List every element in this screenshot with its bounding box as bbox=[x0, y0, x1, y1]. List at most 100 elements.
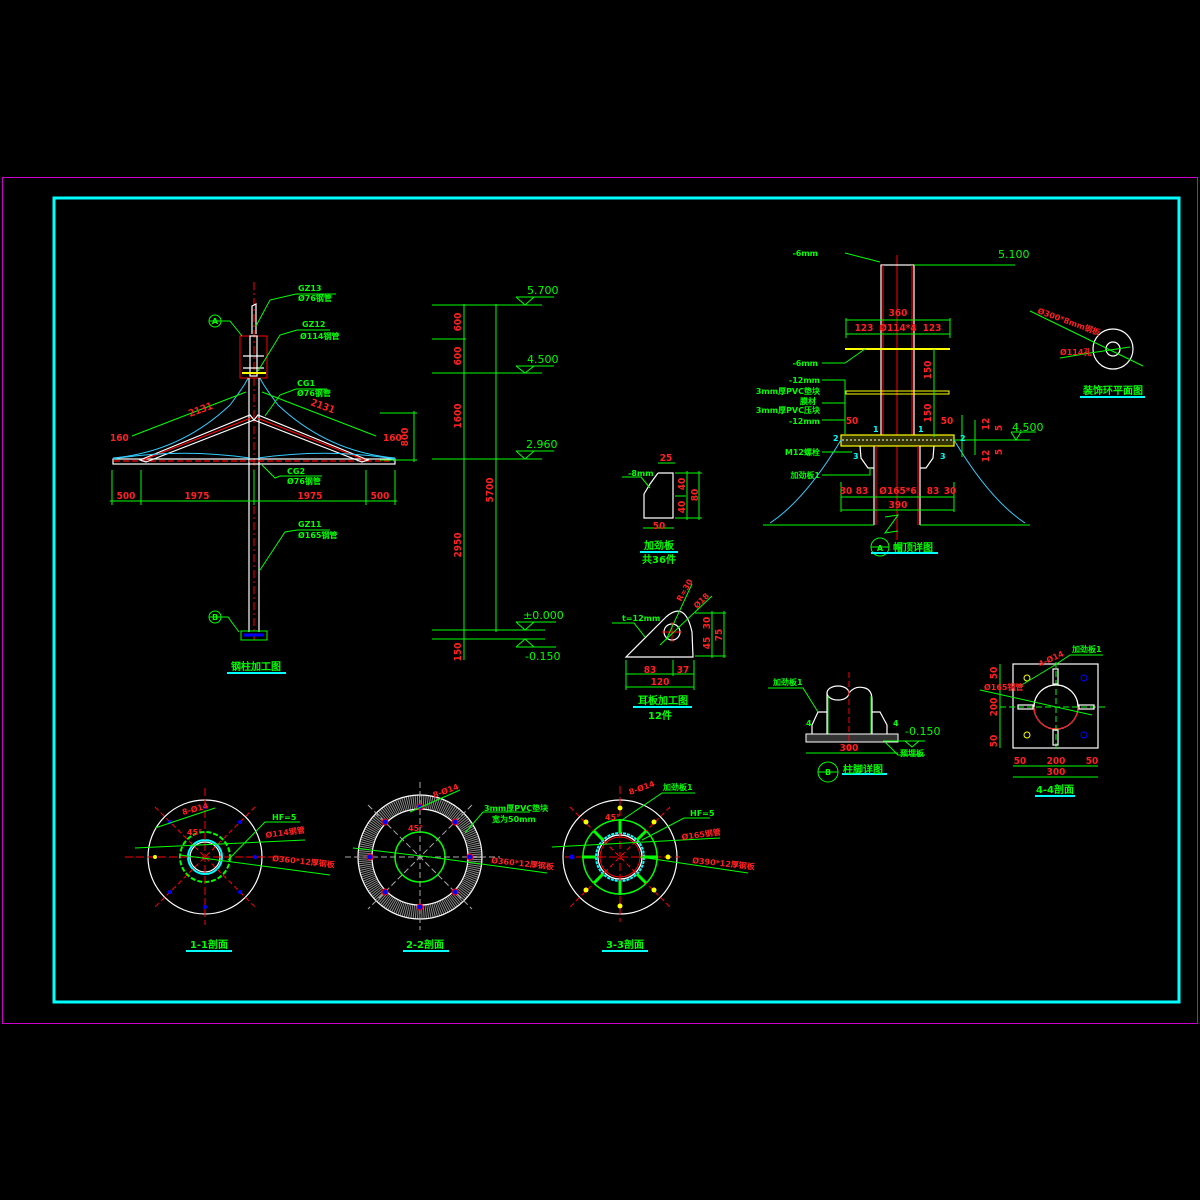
gz13-code: GZ13 bbox=[298, 284, 322, 293]
section-33-weld: HF=5 bbox=[690, 809, 715, 818]
cap-section-mark-3-left: 3 bbox=[853, 452, 859, 461]
section-44-dim-v3: 50 bbox=[989, 735, 1000, 748]
span-dim-2: 1975 bbox=[184, 491, 209, 502]
stiffener-qty: 共36件 bbox=[642, 553, 676, 566]
cap-side-elev: 4.500 bbox=[1012, 421, 1044, 434]
span-dim-1: 500 bbox=[117, 491, 136, 502]
cap-dim-side-left: 50 bbox=[846, 416, 859, 427]
cap-label-9: 加劲板1 bbox=[789, 470, 820, 480]
deco-ring-title: 装饰环平面图 bbox=[1082, 384, 1143, 397]
ear-h2: 37 bbox=[677, 665, 690, 676]
section-11-drawing bbox=[125, 788, 331, 952]
cap-dim-bottom-3: Ø165*6 bbox=[879, 485, 916, 497]
section-22-pvc: 3mm厚PVC垫块 bbox=[484, 803, 549, 813]
cap-dim-bottom-total: 390 bbox=[889, 500, 908, 511]
section-44-label: 加劲板1 bbox=[1071, 644, 1102, 654]
ear-plate-title: 耳板加工图 bbox=[638, 694, 688, 707]
deco-ring-drawing bbox=[1029, 310, 1145, 398]
cap-dim-right-4: 5 bbox=[994, 449, 1005, 455]
section-33-angle: 45° bbox=[605, 813, 620, 822]
rise-dim: 800 bbox=[400, 428, 411, 447]
base-callout: B bbox=[825, 768, 831, 777]
ear-plate-drawing bbox=[612, 583, 726, 708]
cap-section-mark-1-right: 1 bbox=[918, 425, 924, 434]
height-seg-1: 600 bbox=[453, 313, 464, 332]
callout-a: A bbox=[212, 317, 219, 326]
stiffener-h1: 40 bbox=[677, 478, 688, 491]
section-44-dim-v1: 50 bbox=[989, 667, 1000, 680]
cap-dim-right-1: 12 bbox=[981, 418, 992, 431]
cap-label-6: 3mm厚PVC压块 bbox=[756, 405, 821, 415]
cap-dim-top-total: 360 bbox=[889, 308, 908, 319]
cap-section-mark-2-left: 2 bbox=[833, 434, 839, 443]
elevation-minus-0150: -0.150 bbox=[525, 650, 560, 663]
section-22-drawing bbox=[345, 782, 548, 952]
column-elevation bbox=[110, 282, 417, 674]
callout-b: B bbox=[212, 613, 218, 622]
cap-dim-v1: 150 bbox=[923, 361, 934, 380]
stiffener-h-total: 80 bbox=[690, 489, 701, 502]
cap-dim-top-3: 123 bbox=[923, 323, 942, 334]
cap-section-mark-1-left: 1 bbox=[873, 425, 879, 434]
cap-dim-v2: 150 bbox=[923, 404, 934, 423]
cap-label-4: 3mm厚PVC垫块 bbox=[756, 386, 821, 396]
cg1-code: CG1 bbox=[297, 379, 315, 388]
base-dim: 300 bbox=[840, 743, 859, 754]
section-44-dim-v2: 200 bbox=[989, 698, 1000, 717]
height-dimension-chain bbox=[432, 296, 556, 660]
stiffener-width: 50 bbox=[653, 521, 666, 532]
section-33-drawing bbox=[551, 786, 749, 952]
base-label-stiffener: 加劲板1 bbox=[772, 677, 803, 687]
cg1-spec: Ø76钢管 bbox=[297, 388, 331, 398]
height-seg-2: 600 bbox=[453, 347, 464, 366]
elevation-0000: ±0.000 bbox=[523, 609, 564, 622]
cap-dim-bottom-1: 30 bbox=[840, 486, 853, 497]
height-seg-4: 2950 bbox=[453, 532, 464, 557]
cap-dim-right-3: 12 bbox=[981, 450, 992, 463]
cap-dim-bottom-4: 83 bbox=[927, 486, 940, 497]
span-dim-4: 500 bbox=[371, 491, 390, 502]
section-44-title: 4-4剖面 bbox=[1036, 783, 1074, 796]
stiffener-plate-drawing bbox=[622, 462, 702, 553]
section-11-angle: 45° bbox=[187, 828, 202, 837]
ear-v2: 45 bbox=[702, 637, 713, 650]
height-seg-5: 150 bbox=[453, 643, 464, 662]
end-left-dim: 160 bbox=[110, 433, 129, 444]
ear-thk: t=12mm bbox=[622, 614, 660, 623]
span-dim-3: 1975 bbox=[297, 491, 322, 502]
cap-detail-title: 帽顶详图 bbox=[893, 541, 933, 554]
cap-label-2: -6mm bbox=[792, 359, 818, 368]
cap-dim-right-2: 5 bbox=[994, 425, 1005, 431]
end-right-dim: 160 bbox=[383, 433, 402, 444]
ear-h-total: 120 bbox=[651, 677, 670, 688]
gz12-spec: Ø114钢管 bbox=[300, 331, 340, 341]
gz11-code: GZ11 bbox=[298, 520, 322, 529]
ear-v-total: 75 bbox=[714, 629, 725, 642]
elevation-2960: 2.960 bbox=[526, 438, 558, 451]
cap-detail-drawing bbox=[763, 252, 1036, 557]
cap-section-mark-3-right: 3 bbox=[940, 452, 946, 461]
base-plate-label: 预埋板 bbox=[900, 748, 925, 758]
cap-label-7: -12mm bbox=[789, 417, 820, 426]
base-detail-title: 柱脚详图 bbox=[843, 763, 883, 776]
ear-plate-qty: 12件 bbox=[648, 709, 672, 722]
section-44-pipe: Ø165钢管 bbox=[984, 682, 1024, 692]
section-11-title: 1-1剖面 bbox=[190, 938, 228, 951]
stiffener-h2: 40 bbox=[677, 501, 688, 514]
section-22-title: 2-2剖面 bbox=[406, 938, 444, 951]
section-44-dim-h2: 200 bbox=[1047, 756, 1066, 767]
base-elev: -0.150 bbox=[905, 725, 940, 738]
section-33-title: 3-3剖面 bbox=[606, 938, 644, 951]
cap-dim-top-2: Ø114*4 bbox=[879, 322, 916, 334]
cap-dim-side-right: 50 bbox=[941, 416, 954, 427]
base-mark-4-left: 4 bbox=[806, 719, 812, 728]
cap-dim-bottom-5: 30 bbox=[944, 486, 957, 497]
section-44-drawing bbox=[979, 654, 1105, 797]
deco-ring-label-hole: Ø114孔 bbox=[1060, 347, 1092, 357]
cg2-spec: Ø76钢管 bbox=[287, 476, 321, 486]
cap-label-1: -6mm bbox=[792, 249, 818, 258]
section-22-pvc-width: 宽为50mm bbox=[491, 814, 536, 824]
section-44-dim-h3: 50 bbox=[1086, 756, 1099, 767]
cap-dim-top-1: 123 bbox=[855, 323, 874, 334]
